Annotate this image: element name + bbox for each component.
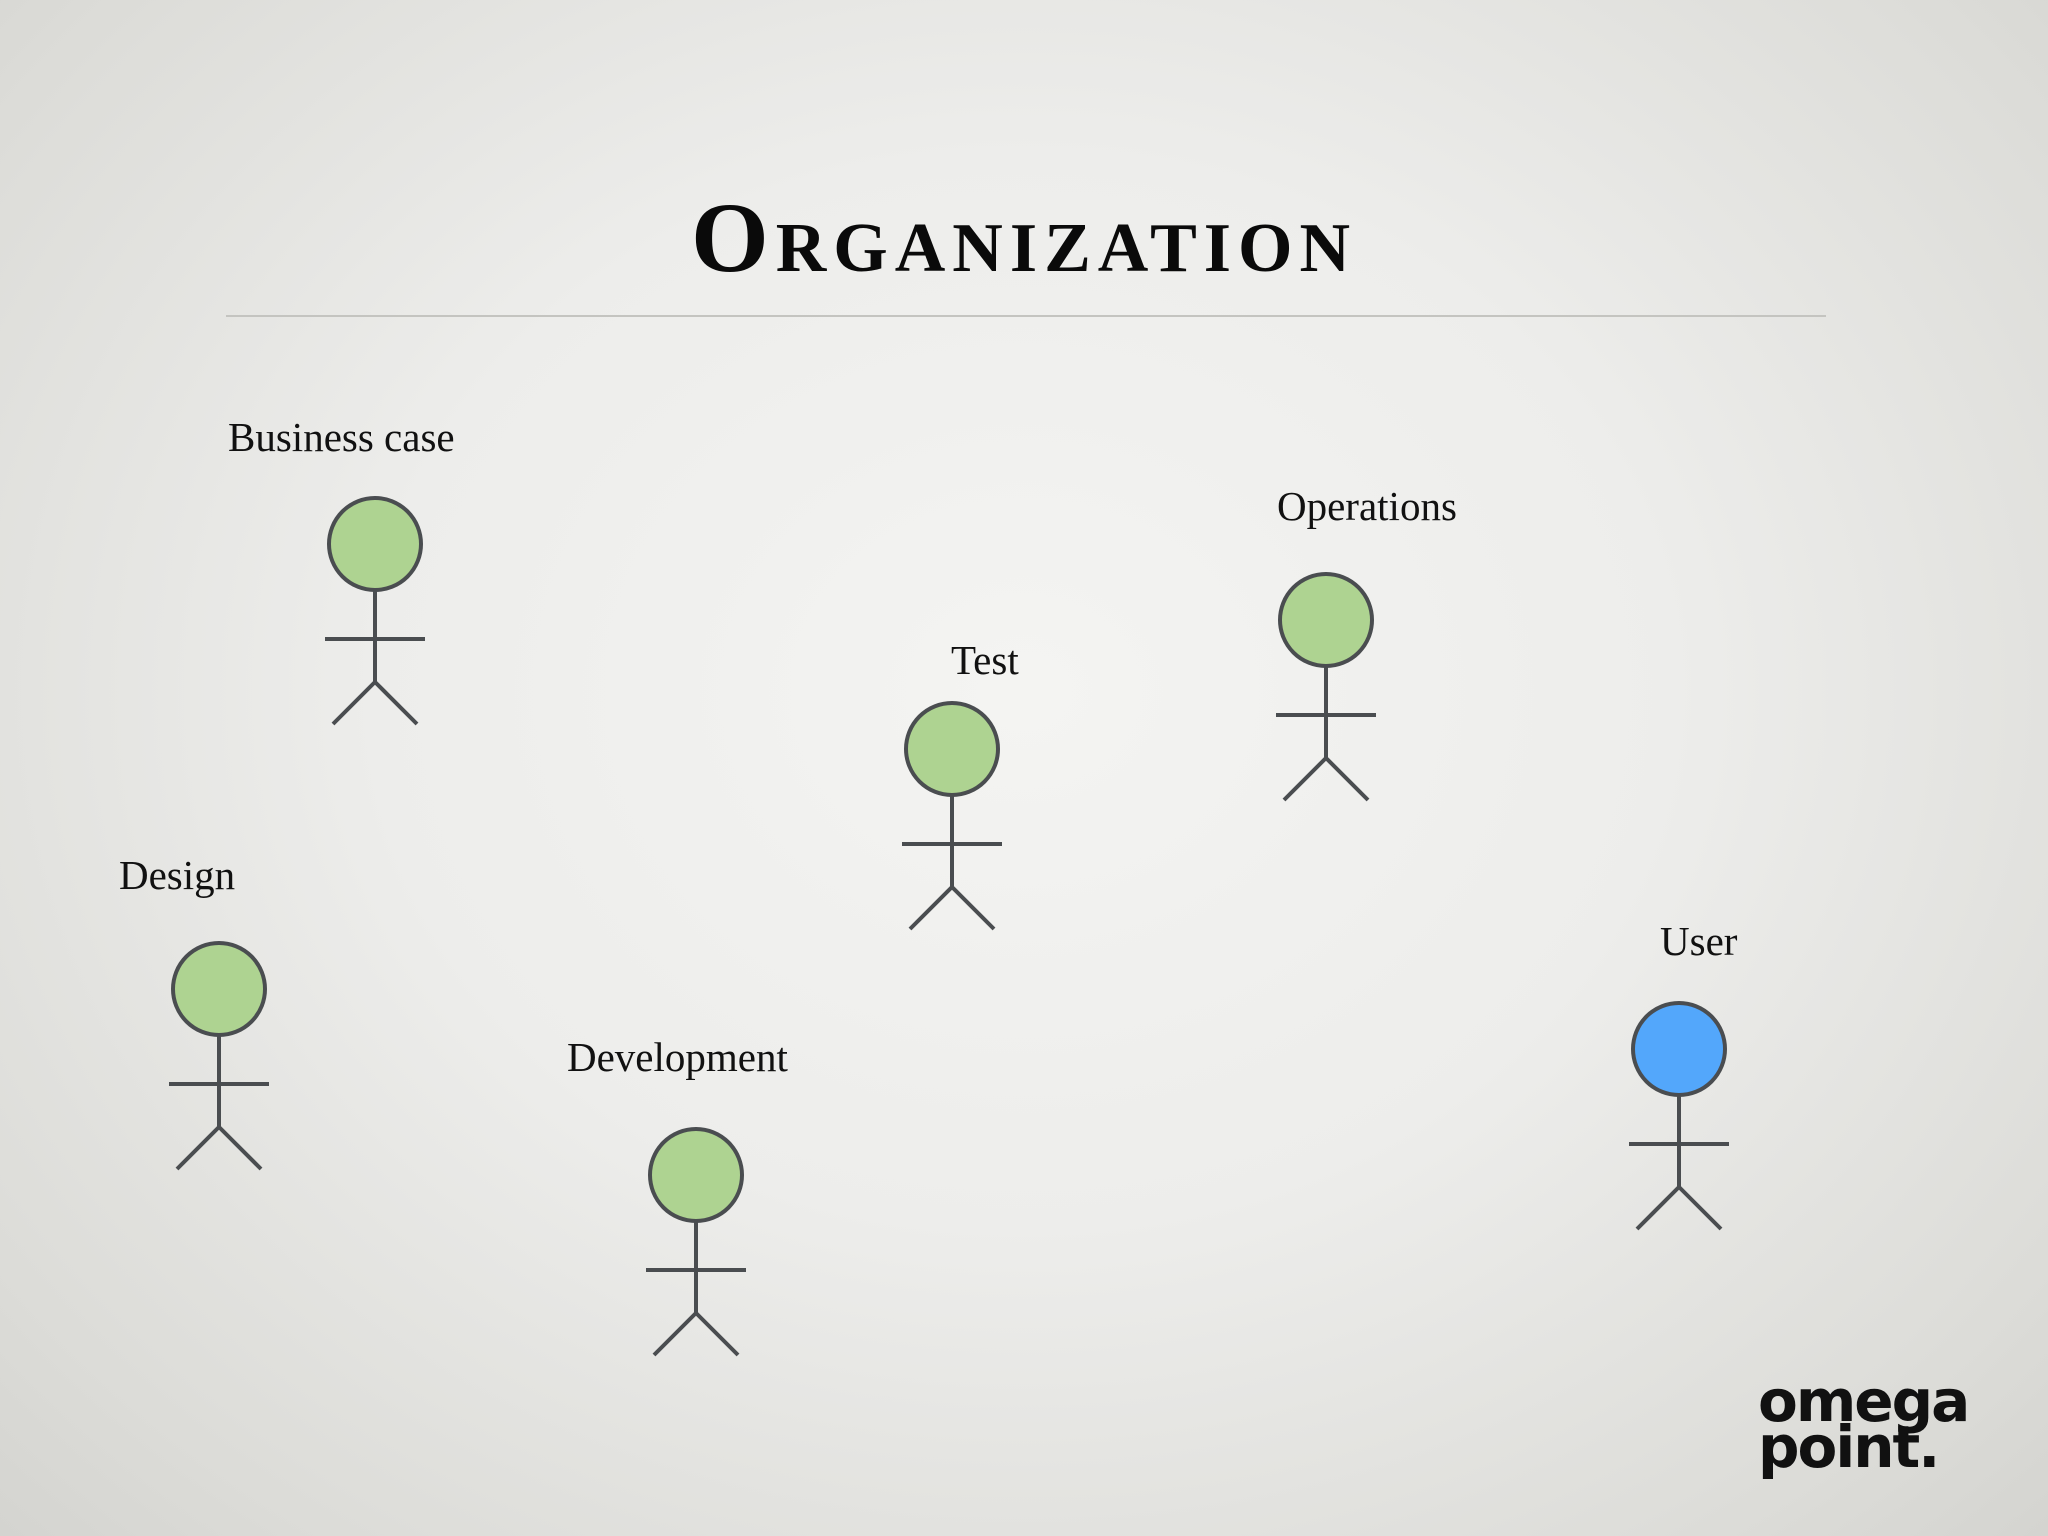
actor-label-business-case: Business case [228, 414, 455, 460]
actor-label-test: Test [951, 637, 1019, 683]
actor-test-figure [902, 701, 1002, 931]
logo-line-2: point. [1758, 1413, 1940, 1481]
actor-head [1278, 572, 1374, 668]
title-divider [226, 315, 1826, 317]
actor-label-development: Development [567, 1034, 788, 1080]
actor-head [327, 496, 423, 592]
actor-development-figure [646, 1127, 746, 1357]
page-title: Organization [690, 182, 1358, 293]
logo-line-1: omega [1758, 1367, 1970, 1435]
actor-user-figure [1629, 1001, 1729, 1231]
actor-label-design: Design [119, 852, 236, 898]
actor-head [904, 701, 1000, 797]
actor-business-case-figure [325, 496, 425, 726]
omega-point-logo: omega point. [1758, 1367, 1998, 1486]
actor-label-operations: Operations [1277, 483, 1457, 529]
actor-operations-figure [1276, 572, 1376, 802]
actor-head [171, 941, 267, 1037]
actor-head [648, 1127, 744, 1223]
actor-label-user: User [1660, 918, 1738, 964]
actor-head [1631, 1001, 1727, 1097]
actor-design-figure [169, 941, 269, 1171]
